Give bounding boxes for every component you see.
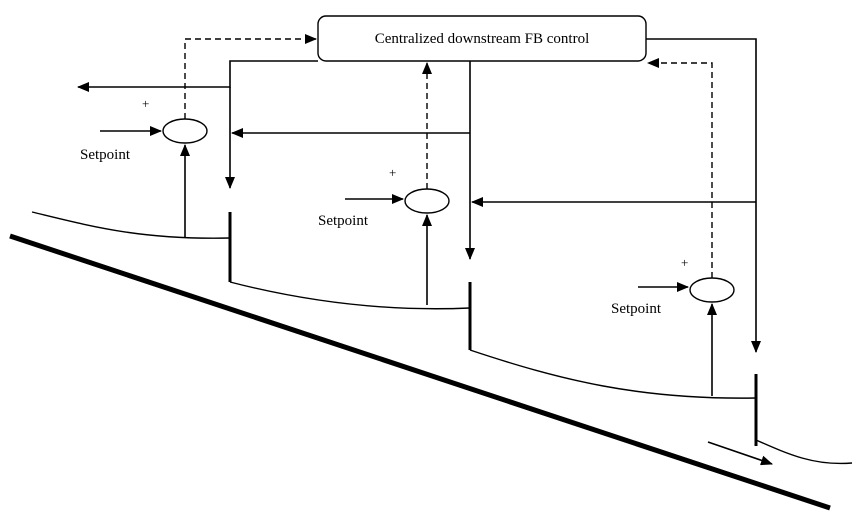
water-surface-pool-1: [31, 211, 231, 239]
plus-sign-1: +: [142, 96, 149, 111]
setpoint-label-3: Setpoint: [611, 301, 662, 317]
plus-sign-2: +: [389, 165, 396, 180]
error-signal-1: [184, 34, 317, 119]
sum-junction-2: [404, 188, 450, 214]
water-surface-downstream: [755, 439, 853, 465]
sum-junction-1: [162, 118, 208, 144]
control-output-gate-3: [646, 38, 761, 353]
error-signal-3: [647, 58, 713, 278]
setpoint-label-2: Setpoint: [318, 213, 369, 229]
plus-sign-3: +: [681, 255, 688, 270]
flow-arrow: [707, 441, 773, 466]
controller-label: Centralized downstream FB control: [375, 31, 590, 47]
water-surface-pool-2: [229, 281, 471, 310]
control-output-upstream: [77, 60, 318, 92]
canal-bed: [9, 233, 831, 511]
water-surface-pool-3: [469, 349, 757, 399]
setpoint-label-1: Setpoint: [80, 147, 131, 163]
sum-junction-3: [689, 277, 735, 303]
